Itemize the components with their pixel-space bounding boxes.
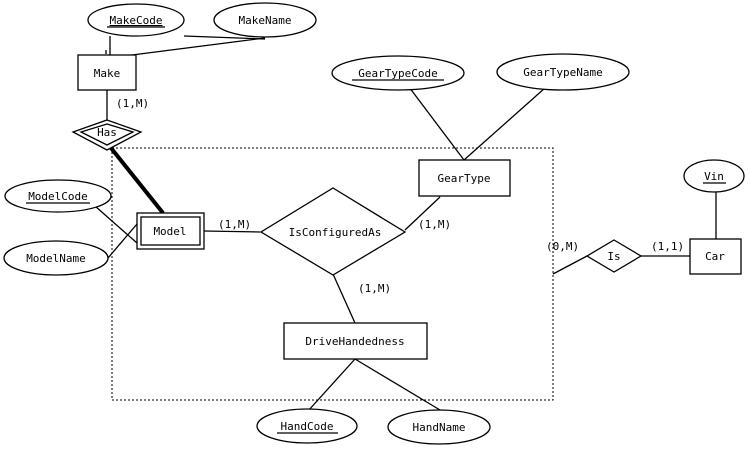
attribute-modelcode[interactable]: ModelCode (4, 179, 112, 213)
attribute-vin-label: Vin (704, 170, 724, 183)
connector-model-isconfiguredas (203, 230, 261, 233)
entity-drivehandedness-label: DriveHandedness (305, 335, 404, 348)
connector-has-model (105, 141, 165, 215)
connector-modelcode-model (94, 205, 138, 244)
connector-modelname-model (107, 223, 138, 259)
aggregation-boundary (111, 147, 554, 401)
attribute-modelname[interactable]: ModelName (3, 240, 109, 276)
entity-model-label: Model (153, 225, 186, 238)
attribute-geartypecode[interactable]: GearTypeCode (331, 55, 465, 91)
attribute-handcode-label: HandCode (281, 420, 334, 433)
attribute-handcode[interactable]: HandCode (256, 408, 358, 444)
entity-make-label: Make (94, 67, 121, 80)
attribute-modelcode-label: ModelCode (28, 190, 88, 203)
attribute-modelname-label: ModelName (26, 252, 86, 265)
entity-geartype-label: GearType (438, 172, 491, 185)
attribute-makecode[interactable]: MakeCode (87, 3, 185, 37)
attribute-handname[interactable]: HandName (387, 409, 491, 445)
attribute-geartypename[interactable]: GearTypeName (496, 53, 630, 91)
cardinality-make-has: (1,M) (116, 97, 149, 110)
entity-drivehandedness[interactable]: DriveHandedness (283, 322, 428, 360)
entity-model[interactable]: Model (136, 212, 205, 250)
attribute-makecode-label: MakeCode (110, 14, 163, 27)
cardinality-car-is: (1,1) (651, 240, 684, 253)
attribute-geartypename-label: GearTypeName (523, 66, 602, 79)
relationship-isconfiguredas[interactable]: IsConfiguredAs (259, 187, 407, 276)
relationship-is-label: Is (607, 250, 620, 263)
connector-drivehandedness-handname (354, 358, 441, 411)
relationship-isconfiguredas-label: IsConfiguredAs (289, 226, 382, 239)
attribute-vin[interactable]: Vin (683, 159, 745, 193)
connector-isconfiguredas-drivehandedness (332, 273, 356, 324)
entity-geartype[interactable]: GearType (418, 159, 511, 197)
connector-isconfiguredas-geartype (404, 196, 441, 231)
cardinality-aggregate-is: (0,M) (546, 240, 579, 253)
cardinality-drive-configured: (1,M) (358, 282, 391, 295)
connector-aggregate-is (552, 255, 588, 275)
relationship-has-label: Has (97, 126, 117, 139)
entity-car-label: Car (705, 250, 725, 263)
entity-make[interactable]: Make (77, 54, 137, 91)
relationship-has[interactable]: Has (71, 119, 143, 151)
cardinality-model-configured: (1,M) (218, 218, 251, 231)
relationship-is[interactable]: Is (585, 239, 643, 273)
connector-drivehandedness-handcode (307, 358, 356, 412)
connector-makecode-make (183, 35, 266, 40)
attribute-makename[interactable]: MakeName (213, 2, 317, 38)
attribute-handname-label: HandName (413, 421, 466, 434)
attribute-geartypecode-label: GearTypeCode (358, 67, 437, 80)
connector-makename-make (131, 37, 266, 56)
entity-car[interactable]: Car (689, 238, 742, 275)
attribute-makename-label: MakeName (239, 14, 292, 27)
cardinality-geartype-configured: (1,M) (418, 218, 451, 231)
